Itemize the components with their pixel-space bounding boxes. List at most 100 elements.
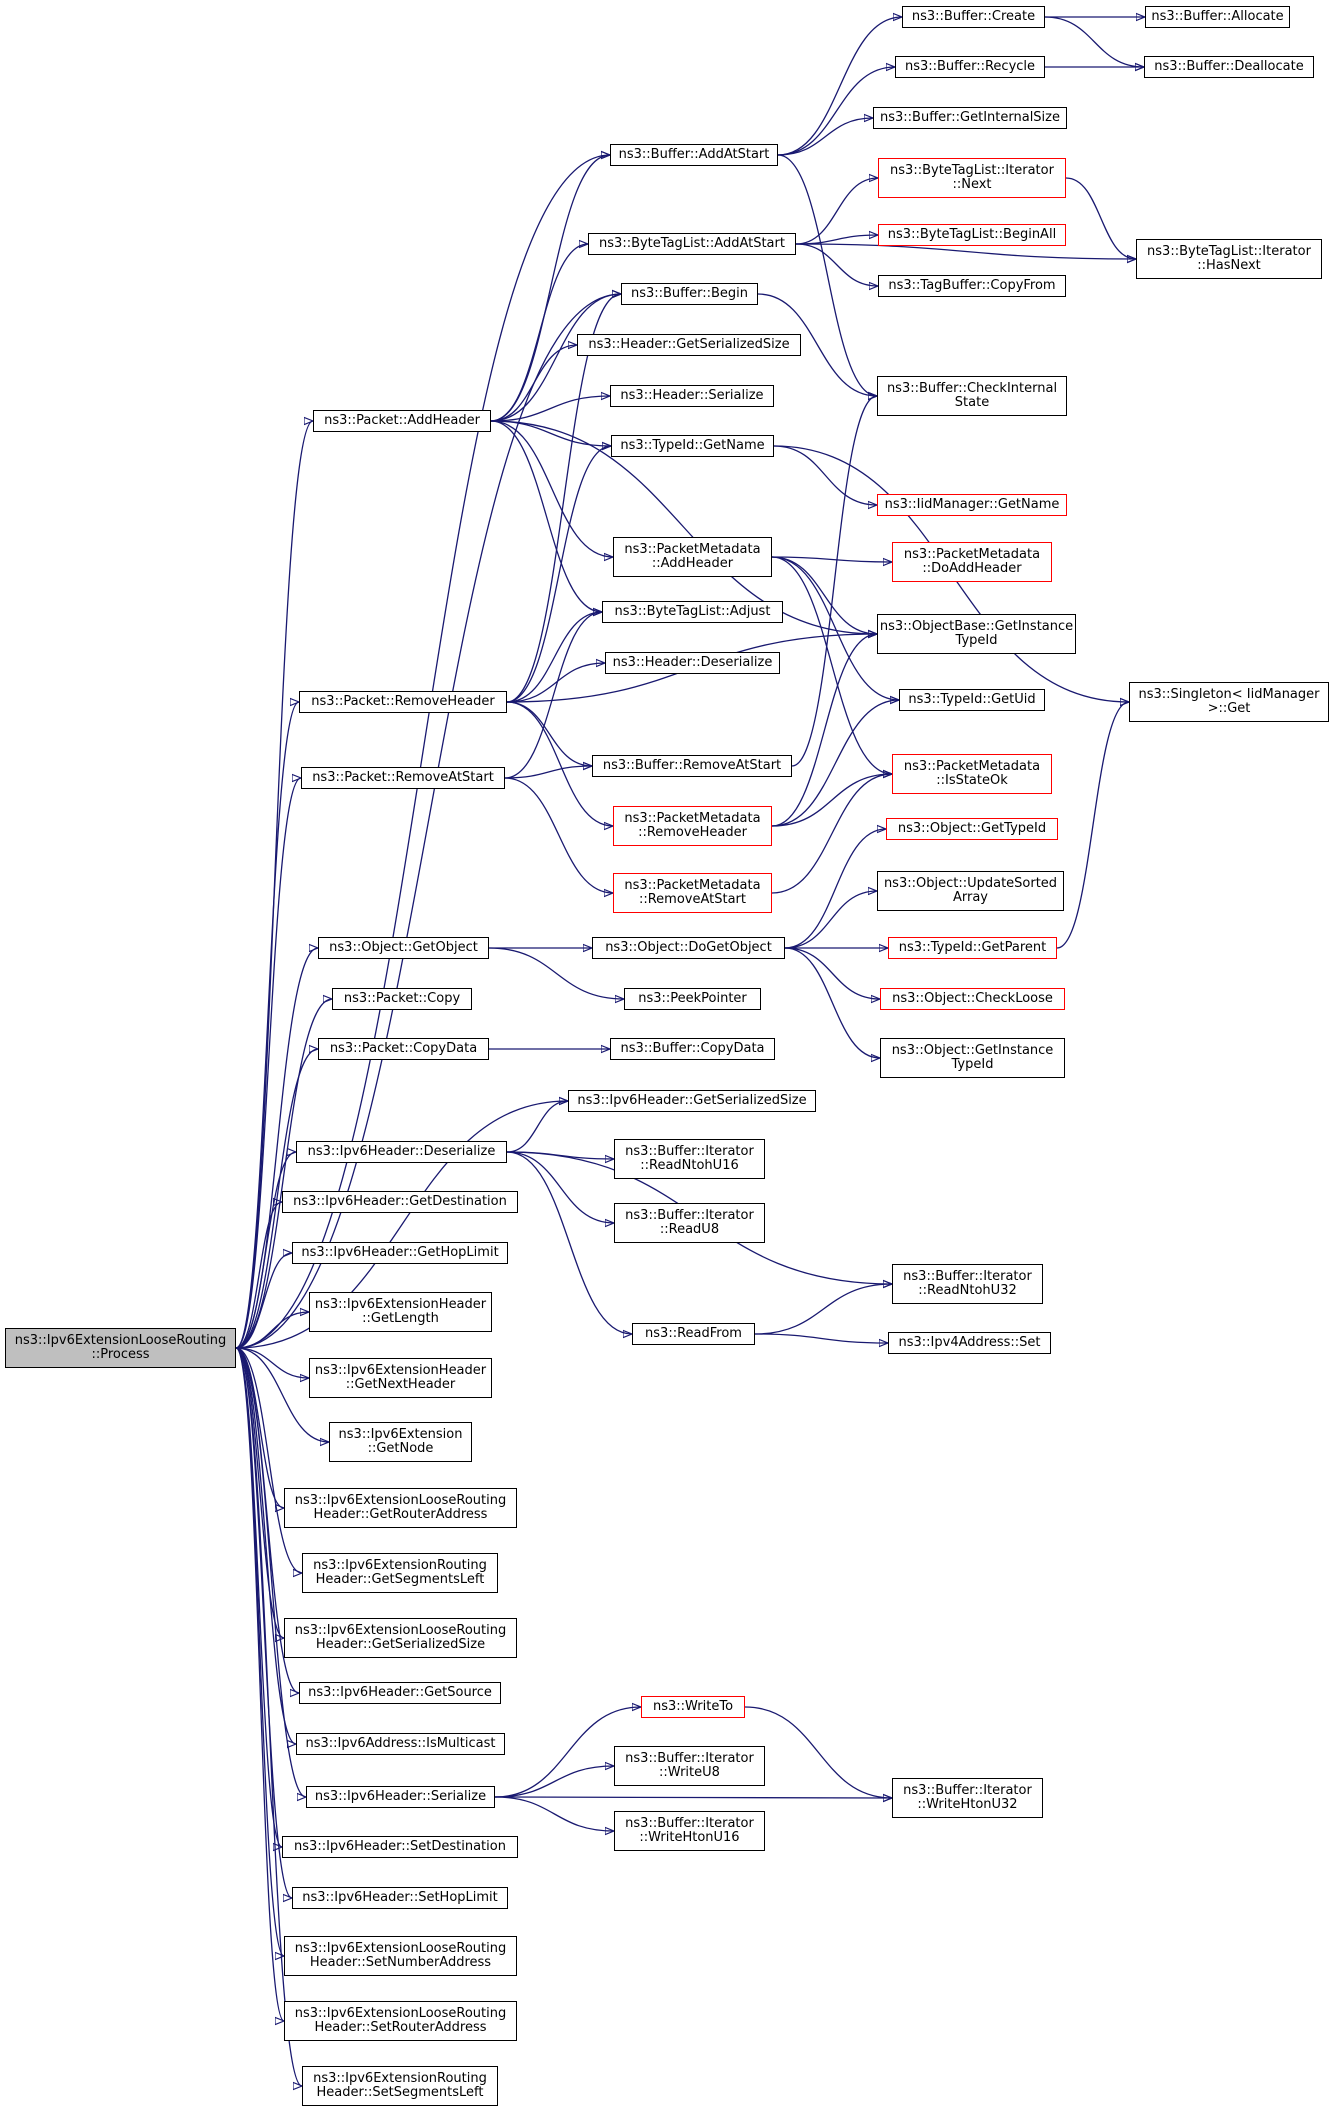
node-pkt-removeatstart[interactable]: ns3::Packet::RemoveAtStart <box>301 767 505 789</box>
node-ipv6hdr-getdestination[interactable]: ns3::Ipv6Header::GetDestination <box>282 1191 518 1213</box>
node-hdr-deserialize[interactable]: ns3::Header::Deserialize <box>605 652 780 674</box>
node-obj-getobject[interactable]: ns3::Object::GetObject <box>318 937 489 959</box>
node-obj-dogetobject[interactable]: ns3::Object::DoGetObject <box>592 937 785 959</box>
node-lrh-getrouteraddress[interactable]: ns3::Ipv6ExtensionLooseRouting Header::G… <box>284 1488 517 1528</box>
node-ipv6exthdr-getlength[interactable]: ns3::Ipv6ExtensionHeader ::GetLength <box>309 1292 492 1332</box>
edge-root-to-ipv6hdr-gethoplimit <box>235 1253 293 1349</box>
node-singleton-get[interactable]: ns3::Singleton< IidManager >::Get <box>1129 682 1329 722</box>
node-buf-create[interactable]: ns3::Buffer::Create <box>902 6 1045 28</box>
node-ipv6hdr-deserialize[interactable]: ns3::Ipv6Header::Deserialize <box>296 1141 507 1163</box>
node-hdr-serialize[interactable]: ns3::Header::Serialize <box>610 385 774 407</box>
node-pm-addheader[interactable]: ns3::PacketMetadata ::AddHeader <box>613 537 772 577</box>
node-lrh-setrouteraddress[interactable]: ns3::Ipv6ExtensionLooseRouting Header::S… <box>284 2001 517 2041</box>
edge-writeto-to-bufit-writehtonu32 <box>744 1706 892 1798</box>
node-buf-addatstart[interactable]: ns3::Buffer::AddAtStart <box>610 144 778 166</box>
node-buf-getinternalsize[interactable]: ns3::Buffer::GetInternalSize <box>873 107 1067 129</box>
node-btl-iter-next[interactable]: ns3::ByteTagList::Iterator ::Next <box>878 158 1066 198</box>
node-iidmgr-getname[interactable]: ns3::IidManager::GetName <box>877 494 1067 516</box>
edge-buf-removeatstart-to-buf-checkinternalstate <box>791 396 878 767</box>
edge-buf-addatstart-to-buf-checkinternalstate <box>777 154 877 396</box>
node-typeid-getparent[interactable]: ns3::TypeId::GetParent <box>888 937 1057 959</box>
node-bufit-readu8[interactable]: ns3::Buffer::Iterator ::ReadU8 <box>614 1203 765 1243</box>
edge-btl-iter-next-to-btl-iter-hasnext <box>1065 177 1137 259</box>
edge-root-to-ipv6hdr-getdestination <box>235 1202 283 1349</box>
node-bufit-readntohu32[interactable]: ns3::Buffer::Iterator ::ReadNtohU32 <box>892 1264 1043 1304</box>
edge-ipv6hdr-deserialize-to-readfrom <box>506 1151 632 1334</box>
node-ipv6ext-getnode[interactable]: ns3::Ipv6Extension ::GetNode <box>329 1422 472 1462</box>
node-peekpointer[interactable]: ns3::PeekPointer <box>624 988 761 1010</box>
node-buf-copydata[interactable]: ns3::Buffer::CopyData <box>610 1038 775 1060</box>
edge-btl-addatstart-to-btl-beginall <box>795 235 878 245</box>
node-buf-allocate[interactable]: ns3::Buffer::Allocate <box>1145 6 1290 28</box>
edge-root-to-lrh-getserializedsize <box>235 1347 285 1638</box>
node-btl-beginall[interactable]: ns3::ByteTagList::BeginAll <box>878 224 1066 246</box>
node-buf-checkinternalstate[interactable]: ns3::Buffer::CheckInternal State <box>877 376 1067 416</box>
edge-obj-dogetobject-to-obj-gettypeid <box>784 829 886 949</box>
node-obj-getinstancetypeid[interactable]: ns3::Object::GetInstance TypeId <box>880 1038 1065 1078</box>
edge-typeid-getname-to-iidmgr-getname <box>773 445 877 505</box>
node-ipv6hdr-serialize[interactable]: ns3::Ipv6Header::Serialize <box>306 1786 495 1808</box>
edge-btl-addatstart-to-btl-iter-hasnext <box>795 243 1136 259</box>
node-bufit-writehtonu16[interactable]: ns3::Buffer::Iterator ::WriteHtonU16 <box>614 1811 765 1851</box>
edge-root-to-pkt-removeheader <box>235 702 300 1349</box>
edge-pkt-removeheader-to-buf-removeatstart <box>506 701 592 766</box>
edge-btl-addatstart-to-tagbuf-copyfrom <box>795 243 878 286</box>
node-buf-removeatstart[interactable]: ns3::Buffer::RemoveAtStart <box>592 755 792 777</box>
node-buf-deallocate[interactable]: ns3::Buffer::Deallocate <box>1144 56 1314 78</box>
node-btl-adjust[interactable]: ns3::ByteTagList::Adjust <box>602 601 783 623</box>
node-ipv6hdr-getsource[interactable]: ns3::Ipv6Header::GetSource <box>299 1682 501 1704</box>
node-bufit-readntohu16[interactable]: ns3::Buffer::Iterator ::ReadNtohU16 <box>614 1139 765 1179</box>
edge-buf-addatstart-to-buf-recycle <box>777 67 895 156</box>
node-pkt-copy[interactable]: ns3::Packet::Copy <box>332 988 472 1010</box>
node-pkt-copydata[interactable]: ns3::Packet::CopyData <box>318 1038 489 1060</box>
node-pm-removeheader[interactable]: ns3::PacketMetadata ::RemoveHeader <box>613 806 772 846</box>
node-obj-updatesortedarray[interactable]: ns3::Object::UpdateSorted Array <box>877 871 1064 911</box>
node-ipv6addr-ismulticast[interactable]: ns3::Ipv6Address::IsMulticast <box>296 1733 505 1755</box>
node-btl-iter-hasnext[interactable]: ns3::ByteTagList::Iterator ::HasNext <box>1136 239 1322 279</box>
node-pkt-removeheader[interactable]: ns3::Packet::RemoveHeader <box>299 691 507 713</box>
node-ipv4addr-set[interactable]: ns3::Ipv4Address::Set <box>888 1332 1051 1354</box>
node-ipv6exthdr-getnextheader[interactable]: ns3::Ipv6ExtensionHeader ::GetNextHeader <box>309 1358 492 1398</box>
edge-pm-addheader-to-pm-isstateok <box>771 556 892 774</box>
edge-ipv6hdr-serialize-to-bufit-writehtonu32 <box>494 1797 892 1798</box>
node-rh-getsegmentsleft[interactable]: ns3::Ipv6ExtensionRouting Header::GetSeg… <box>302 1553 498 1593</box>
node-bufit-writeu8[interactable]: ns3::Buffer::Iterator ::WriteU8 <box>614 1746 765 1786</box>
node-readfrom[interactable]: ns3::ReadFrom <box>632 1323 755 1345</box>
node-bufit-writehtonu32[interactable]: ns3::Buffer::Iterator ::WriteHtonU32 <box>892 1778 1043 1818</box>
node-obj-checkloose[interactable]: ns3::Object::CheckLoose <box>880 988 1065 1010</box>
edge-buf-addatstart-to-buf-getinternalsize <box>777 118 873 156</box>
node-hdr-getserializedsize[interactable]: ns3::Header::GetSerializedSize <box>577 334 801 356</box>
edge-pm-addheader-to-typeid-getuid <box>771 556 899 700</box>
node-buf-begin[interactable]: ns3::Buffer::Begin <box>621 283 758 305</box>
node-typeid-getuid[interactable]: ns3::TypeId::GetUid <box>899 689 1045 711</box>
edge-root-to-buf-addatstart <box>235 155 610 1349</box>
node-ipv6hdr-getserializedsize[interactable]: ns3::Ipv6Header::GetSerializedSize <box>568 1090 816 1112</box>
node-obj-gettypeid[interactable]: ns3::Object::GetTypeId <box>886 818 1058 840</box>
node-objbase-getinstancetypeid[interactable]: ns3::ObjectBase::GetInstance TypeId <box>877 614 1076 654</box>
node-ipv6hdr-sethoplimit[interactable]: ns3::Ipv6Header::SetHopLimit <box>292 1887 508 1909</box>
edge-root-to-ipv6hdr-serialize <box>235 1347 307 1797</box>
node-rh-setsegmentsleft[interactable]: ns3::Ipv6ExtensionRouting Header::SetSeg… <box>302 2066 498 2106</box>
edge-typeid-getparent-to-singleton-get <box>1056 702 1130 949</box>
node-ipv6hdr-setdestination[interactable]: ns3::Ipv6Header::SetDestination <box>282 1836 518 1858</box>
node-pm-isstateok[interactable]: ns3::PacketMetadata ::IsStateOk <box>892 754 1052 794</box>
node-lrh-setnumberaddress[interactable]: ns3::Ipv6ExtensionLooseRouting Header::S… <box>284 1936 517 1976</box>
node-ipv6hdr-gethoplimit[interactable]: ns3::Ipv6Header::GetHopLimit <box>292 1242 508 1264</box>
node-buf-recycle[interactable]: ns3::Buffer::Recycle <box>895 56 1045 78</box>
node-typeid-getname[interactable]: ns3::TypeId::GetName <box>611 435 774 457</box>
edge-pkt-removeheader-to-typeid-getname <box>506 446 611 703</box>
edge-ipv6hdr-serialize-to-bufit-writehtonu16 <box>494 1796 614 1831</box>
node-pm-doaddheader[interactable]: ns3::PacketMetadata ::DoAddHeader <box>892 542 1052 582</box>
edge-root-to-buf-begin <box>235 294 621 1349</box>
node-root[interactable]: ns3::Ipv6ExtensionLooseRouting ::Process <box>5 1328 236 1368</box>
edge-root-to-ipv6hdr-getserializedsize <box>235 1101 568 1349</box>
node-tagbuf-copyfrom[interactable]: ns3::TagBuffer::CopyFrom <box>878 275 1066 297</box>
node-writeto[interactable]: ns3::WriteTo <box>641 1696 745 1718</box>
node-pkt-addheader[interactable]: ns3::Packet::AddHeader <box>313 410 491 432</box>
edge-root-to-ipv6exthdr-getnextheader <box>235 1347 309 1378</box>
node-pm-removeatstart[interactable]: ns3::PacketMetadata ::RemoveAtStart <box>613 873 772 913</box>
edge-pm-addheader-to-pm-doaddheader <box>771 556 892 562</box>
node-btl-addatstart[interactable]: ns3::ByteTagList::AddAtStart <box>588 233 796 255</box>
node-lrh-getserializedsize[interactable]: ns3::Ipv6ExtensionLooseRouting Header::G… <box>284 1618 517 1658</box>
